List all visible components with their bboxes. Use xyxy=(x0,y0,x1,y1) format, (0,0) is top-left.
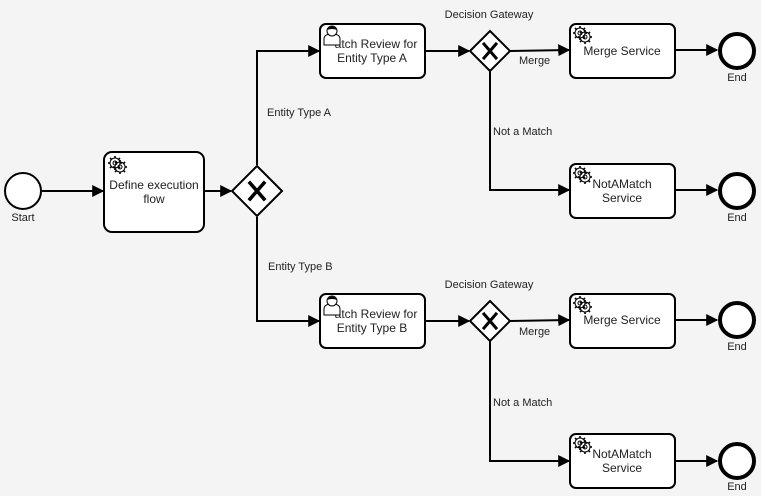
task-notmatch-a-line1: NotAMatch xyxy=(592,177,651,191)
task-review-a-line2: Entity Type A xyxy=(337,51,407,65)
end-event-notmatch-a-label: End xyxy=(727,212,747,224)
start-event[interactable] xyxy=(4,172,42,210)
flow-label-entity-a: Entity Type A xyxy=(267,107,332,119)
x-icon xyxy=(481,41,499,61)
end-event-notmatch-b[interactable] xyxy=(718,442,756,480)
flow-label-notmatch-b: Not a Match xyxy=(493,397,552,409)
user-icon xyxy=(323,25,341,46)
x-icon xyxy=(481,311,499,331)
flow-label-entity-b: Entity Type B xyxy=(268,261,333,273)
task-define-execution-flow[interactable] xyxy=(103,151,205,233)
flow-label-merge-a: Merge xyxy=(519,55,550,67)
flow-merge-a[interactable] xyxy=(509,44,571,57)
flow-entity-a[interactable] xyxy=(256,45,321,165)
flow-entity-b[interactable] xyxy=(256,217,321,327)
task-merge-b-label: Merge Service xyxy=(583,313,661,327)
task-notmatch-b-line1: NotAMatch xyxy=(592,447,651,461)
task-notmatch-a-line2: Service xyxy=(602,191,642,205)
flow-notmatch-b[interactable] xyxy=(489,341,571,467)
end-event-merge-b-label: End xyxy=(727,341,747,353)
end-event-merge-b[interactable] xyxy=(718,301,756,339)
sequence-flows xyxy=(42,44,719,467)
task-notmatch-b-line2: Service xyxy=(602,461,642,475)
flow-label-notmatch-a: Not a Match xyxy=(493,126,552,138)
end-event-merge-a[interactable] xyxy=(718,32,756,70)
task-review-b-line1: atch Review for xyxy=(335,307,418,321)
task-merge-service-b[interactable] xyxy=(569,293,676,349)
task-review-a-line1: atch Review for xyxy=(335,37,418,51)
end-event-merge-a-label: End xyxy=(727,72,747,84)
start-event-label: Start xyxy=(11,212,34,224)
task-merge-service-a[interactable] xyxy=(569,23,676,79)
task-define-line2: flow xyxy=(143,192,165,206)
flow-notmatch-a[interactable] xyxy=(489,71,571,196)
decision-gateway-a[interactable] xyxy=(468,29,512,73)
task-merge-a-label: Merge Service xyxy=(583,44,661,58)
decision-gateway-a-label: Decision Gateway xyxy=(445,9,534,21)
task-define-line1: Define execution xyxy=(109,178,198,192)
flow-label-merge-b: Merge xyxy=(519,326,550,338)
task-review-b-line2: Entity Type B xyxy=(337,321,407,335)
task-review-entity-type-b[interactable] xyxy=(319,293,426,349)
flow-merge-b[interactable] xyxy=(509,314,571,327)
x-icon xyxy=(247,180,267,202)
user-icon xyxy=(323,295,341,316)
task-review-entity-type-a[interactable] xyxy=(319,23,426,79)
task-notamatch-service-b[interactable] xyxy=(569,433,676,489)
end-event-notmatch-b-label: End xyxy=(727,481,747,493)
exclusive-gateway-entity-type[interactable] xyxy=(230,164,284,218)
task-notamatch-service-a[interactable] xyxy=(569,163,676,219)
end-event-notmatch-a[interactable] xyxy=(718,172,756,210)
decision-gateway-b-label: Decision Gateway xyxy=(445,279,534,291)
decision-gateway-b[interactable] xyxy=(468,299,512,343)
